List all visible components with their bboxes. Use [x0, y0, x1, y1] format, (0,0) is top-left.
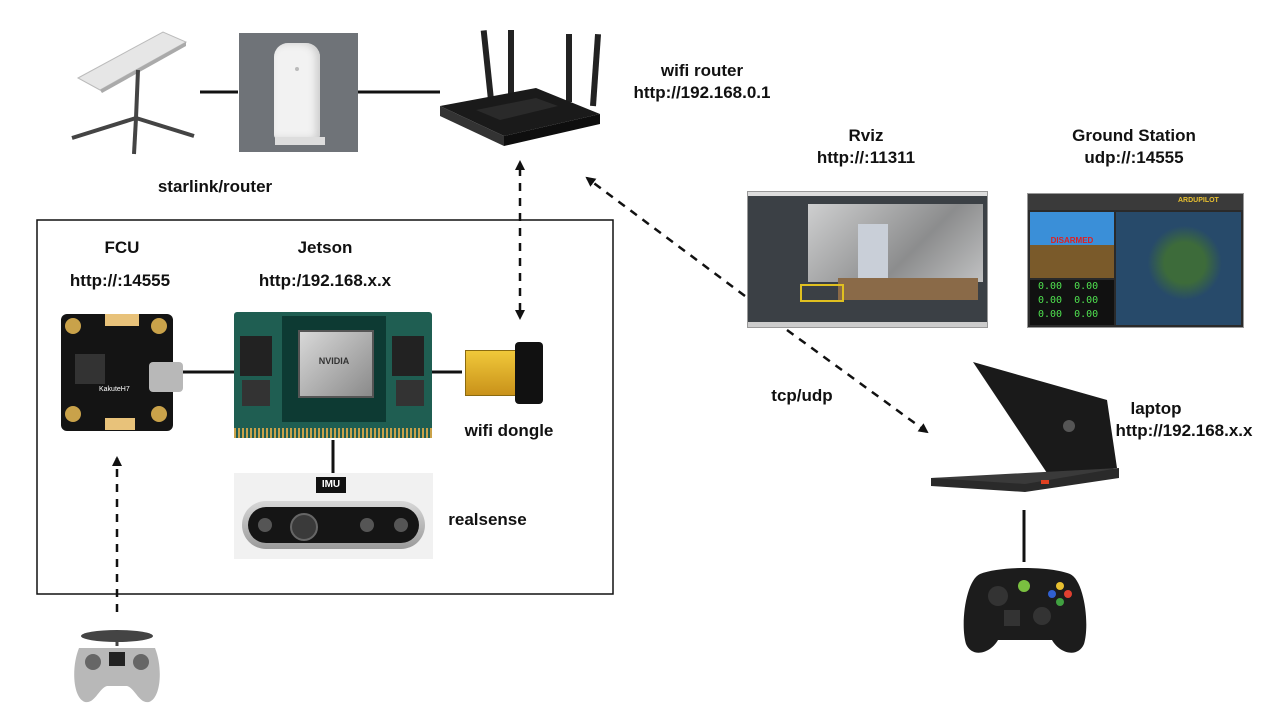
- fcu-title: FCU: [104, 238, 140, 257]
- link-laptop-wifi: [585, 176, 746, 298]
- link-rviz-laptop: [786, 328, 929, 434]
- gcs-title: Ground Station: [1072, 126, 1196, 145]
- starlink-router-icon: [239, 33, 358, 152]
- gcs-disarmed-text: DISARMED: [1050, 236, 1094, 245]
- fcu-board-icon: KakuteH7: [61, 314, 183, 431]
- realsense-camera-icon: IMU: [234, 473, 433, 559]
- ardupilot-logo: ARDUPILOT: [1178, 197, 1219, 204]
- starlink-dish-icon: [71, 31, 195, 155]
- jetson-chip-text: NVIDIA: [318, 356, 350, 366]
- wifi-router-url: http://192.168.0.1: [633, 83, 771, 102]
- jetson-module-icon: NVIDIA: [234, 312, 432, 438]
- wifi-dongle-label: wifi dongle: [464, 421, 554, 440]
- gcs-url: udp://:14555: [1084, 148, 1184, 167]
- laptop-title: laptop: [1130, 399, 1182, 418]
- jetson-title: Jetson: [297, 238, 353, 257]
- rc-transmitter-icon: [74, 630, 160, 703]
- rviz-window: [747, 191, 988, 328]
- wifi-router-icon: [440, 30, 602, 146]
- rviz-title: Rviz: [848, 126, 884, 145]
- drone-enclosure: [36, 219, 614, 595]
- realsense-label: realsense: [448, 510, 527, 529]
- starlink-label: starlink/router: [157, 177, 273, 196]
- fcu-url: http://:14555: [69, 271, 171, 290]
- tcp-udp-label: tcp/udp: [771, 386, 833, 405]
- gamepad-icon: [963, 568, 1087, 653]
- gcs-map: [1116, 212, 1241, 325]
- imu-tag: IMU: [316, 477, 346, 493]
- rviz-url: http://:11311: [816, 148, 916, 167]
- wifi-router-title: wifi router: [660, 61, 744, 80]
- laptop-icon: [931, 362, 1119, 492]
- laptop-url: http://192.168.x.x: [1115, 421, 1253, 440]
- jetson-url: http:/192.168.x.x: [258, 271, 392, 290]
- gcs-hud: DISARMED: [1030, 212, 1114, 278]
- fcu-brand-text: KakuteH7: [99, 386, 130, 393]
- wifi-dongle-icon: [465, 342, 545, 404]
